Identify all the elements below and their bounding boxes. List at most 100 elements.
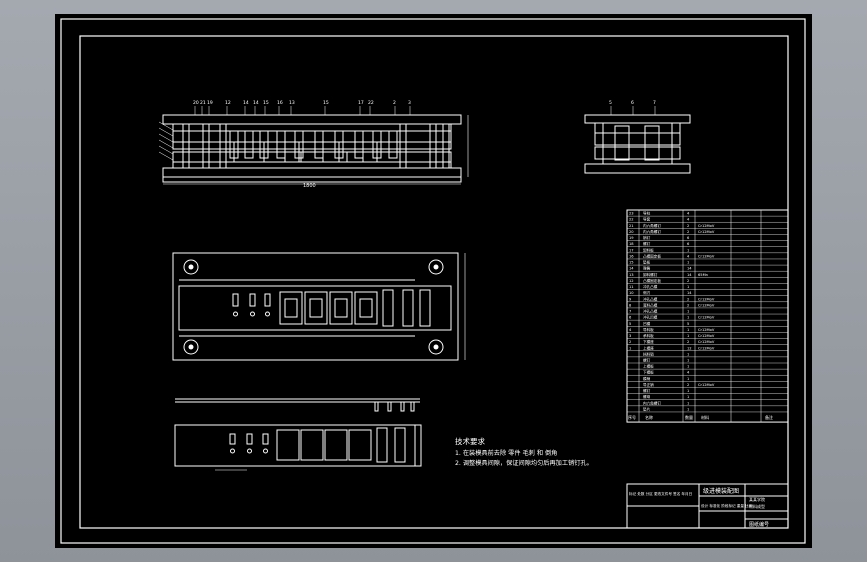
cutoff-station <box>402 289 414 327</box>
balloon-label: 13 <box>289 100 295 106</box>
bom-cell: 16 <box>629 254 634 258</box>
bom-cell: Cr12MoV <box>698 303 715 307</box>
bom-header-cell: 名称 <box>645 414 653 420</box>
cutoff-station <box>382 289 394 327</box>
bom-cell: Cr12MoV <box>698 334 715 338</box>
bom-cell: 上模板 <box>643 364 654 369</box>
bom-cell: 9 <box>629 297 632 301</box>
lower-die-plan <box>172 252 459 361</box>
pilot-hole <box>265 311 270 317</box>
strip-pilot <box>263 448 268 454</box>
bom-cell: 落料凸模 <box>643 302 658 307</box>
bom-cell: 5 <box>687 322 689 326</box>
lower-die-base <box>162 167 462 178</box>
bom-cell: 下模座 <box>643 339 654 344</box>
bom-cell: Cr12MoV <box>698 297 715 301</box>
strip-stations <box>229 427 406 463</box>
bom-cell: 卸料螺钉 <box>643 272 658 277</box>
strip-channel <box>178 285 452 331</box>
punch <box>388 130 398 159</box>
bom-cell: 1 <box>687 359 689 363</box>
bom-cell: 侧刃 <box>643 290 651 295</box>
side-upper-base <box>584 114 691 124</box>
bom-cell: 垫板 <box>643 260 651 265</box>
bom-header-cell: 材料 <box>701 414 709 420</box>
bom-cell: 1 <box>687 285 689 289</box>
bom-cell: 2 <box>687 303 689 307</box>
bom-cell: 19 <box>629 236 634 240</box>
bom-cell: 3 <box>629 334 631 338</box>
side-punch-a <box>614 125 630 161</box>
leader-line <box>158 151 174 161</box>
tech-req-item-1: 1. 在装模具前去除 零件 毛刺 和 倒角 <box>455 449 557 457</box>
guide-post <box>182 123 190 169</box>
bom-cell: 1 <box>687 401 689 405</box>
balloon-label: 17 <box>358 100 364 106</box>
bom-cell: 14 <box>629 267 634 271</box>
bom-cell: 2 <box>629 340 631 344</box>
strip-layout <box>174 398 422 471</box>
strip-hole <box>229 433 236 445</box>
bom-cell: Cr12MoV <box>698 328 715 332</box>
lower-backing-plate <box>172 161 452 169</box>
strip-blank <box>324 429 348 461</box>
bom-cell: 1 <box>687 334 689 338</box>
bom-cell: 14 <box>687 267 692 271</box>
bom-cell: 冲孔凸模 <box>643 309 658 314</box>
sheet-code: 图纸编号 <box>749 521 769 528</box>
balloon-label: 16 <box>277 100 283 106</box>
title-row-labels: 标记 处数 分区 更改文件号 签名 年月日 <box>629 491 692 496</box>
bom-cell: 冲孔凸模 <box>643 296 658 301</box>
bom-cell: 6 <box>629 316 632 320</box>
technical-requirements: 技术要求 1. 在装模具前去除 零件 毛刺 和 倒角 2. 调整模具间隙，保证间… <box>455 436 593 467</box>
bom-cell: 4 <box>687 254 690 258</box>
bom-cell: 模柄 <box>643 376 651 381</box>
pierce-hole <box>232 293 239 307</box>
bom-cell: 下模板 <box>643 370 654 375</box>
balloon-label: 2 <box>393 100 396 106</box>
bom-cell: 18 <box>629 242 634 246</box>
bom-cell: 承料板 <box>643 333 654 338</box>
bom-cell: 4 <box>687 212 690 216</box>
blank-inner <box>284 298 298 318</box>
bom-cell: 螺钉 <box>643 388 651 393</box>
stripper-plate <box>172 141 452 150</box>
balloon-label: 15 <box>263 100 269 106</box>
bom-cell: Cr12MoV <box>698 340 715 344</box>
tech-req-item-2: 2. 调整模具间隙，保证间隙均匀后再加工销钉孔。 <box>455 459 593 467</box>
bom-cell: 2 <box>687 224 689 228</box>
bom-cell: 导正销 <box>643 382 654 387</box>
leader-line <box>158 145 174 155</box>
punch <box>314 130 324 159</box>
punch-retainer-plate <box>172 130 452 143</box>
side-stripper <box>594 132 681 146</box>
die-stations <box>232 289 431 327</box>
strip-hole <box>246 433 253 445</box>
bom-cell: 22 <box>629 218 634 222</box>
bom-cell: 4 <box>687 218 690 222</box>
strip-cutoff <box>376 427 388 463</box>
guide-post <box>429 123 437 169</box>
guide-post <box>219 123 227 169</box>
side-retainer <box>594 122 681 134</box>
strip-pilots <box>374 401 415 412</box>
bom-cell: 卸料板 <box>643 247 654 252</box>
bom-cell: 13 <box>629 273 634 277</box>
balloon-label: 7 <box>653 100 656 106</box>
bom-cell: 1 <box>687 316 689 320</box>
bom-cell: 1 <box>687 352 689 356</box>
bom-cell: 1 <box>629 346 631 350</box>
outer-frame <box>60 18 806 544</box>
base-foot <box>162 176 462 183</box>
balloon-label: 14 <box>253 100 259 106</box>
bom-cell: 导料板 <box>643 327 654 332</box>
bom-cell: 1 <box>687 395 689 399</box>
guide-post <box>202 123 210 169</box>
bom-cell: 导柱 <box>643 211 651 216</box>
school-name: 某某学院 <box>749 496 765 502</box>
bom-cell: 2 <box>687 297 689 301</box>
blank-inner <box>334 298 348 318</box>
